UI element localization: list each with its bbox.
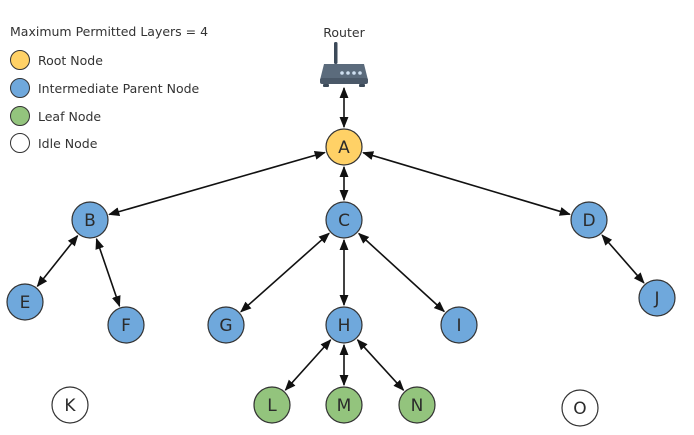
node-circle-o [561, 389, 599, 427]
node-circle-l [253, 386, 291, 424]
router-label: Router [323, 25, 365, 40]
node-circle-k [51, 386, 89, 424]
node-label-l: L [267, 396, 277, 416]
router-icon [320, 42, 368, 87]
node-a: A [325, 128, 363, 166]
legend-item-intermediate: Intermediate Parent Node [10, 77, 199, 99]
node-label-n: N [411, 396, 424, 416]
legend-label-idle: Idle Node [38, 135, 98, 151]
root-node-swatch-icon [10, 50, 30, 70]
link-h-l [284, 339, 332, 391]
node-circle-m [325, 386, 363, 424]
link-b-e [36, 234, 79, 288]
link-h-n [356, 338, 405, 392]
node-e: E [6, 283, 44, 321]
intermediate-node-swatch-icon [10, 78, 30, 98]
link-b-f [95, 237, 121, 308]
node-n: N [398, 386, 436, 424]
legend-label-root: Root Node [38, 52, 103, 68]
node-m: M [325, 386, 363, 424]
node-label-k: K [64, 396, 76, 416]
node-circle-d [570, 201, 608, 239]
node-circle-e [6, 283, 44, 321]
node-circle-a [325, 128, 363, 166]
legend-title: Maximum Permitted Layers = 4 [10, 24, 209, 39]
legend-label-intermediate: Intermediate Parent Node [38, 80, 200, 96]
nodes-layer: A B C D E F G H I J K L M N O [6, 128, 676, 427]
node-label-b: B [84, 211, 96, 231]
node-d: D [570, 201, 608, 239]
node-circle-g [207, 306, 245, 344]
node-o: O [561, 389, 599, 427]
node-label-e: E [20, 293, 31, 313]
legend-label-leaf: Leaf Node [38, 108, 102, 124]
node-i: I [440, 306, 478, 344]
node-label-g: G [219, 316, 232, 336]
node-j: J [638, 279, 676, 317]
link-a-d [362, 151, 571, 216]
node-circle-i [440, 306, 478, 344]
node-circle-b [71, 201, 109, 239]
legend-item-leaf: Leaf Node [10, 105, 101, 127]
node-label-d: D [582, 211, 595, 231]
node-h: H [325, 306, 363, 344]
node-label-a: A [338, 138, 350, 158]
node-circle-j [638, 279, 676, 317]
node-g: G [207, 306, 245, 344]
node-label-c: C [338, 211, 350, 231]
idle-node-swatch-icon [10, 133, 30, 153]
link-c-g [240, 232, 330, 313]
node-label-h: H [338, 316, 351, 336]
node-k: K [51, 386, 89, 424]
node-c: C [325, 201, 363, 239]
node-circle-c [325, 201, 363, 239]
legend-item-idle: Idle Node [10, 132, 97, 154]
node-label-m: M [337, 396, 352, 416]
node-label-f: F [121, 316, 131, 336]
node-circle-f [107, 306, 145, 344]
node-circle-h [325, 306, 363, 344]
node-f: F [107, 306, 145, 344]
node-l: L [253, 386, 291, 424]
links-layer [36, 86, 645, 392]
node-label-i: I [456, 316, 461, 336]
legend-item-root: Root Node [10, 49, 103, 71]
node-circle-n [398, 386, 436, 424]
link-d-j [601, 234, 645, 284]
node-label-o: O [573, 399, 586, 419]
node-b: B [71, 201, 109, 239]
link-a-b [108, 150, 326, 217]
link-c-i [357, 232, 446, 313]
leaf-node-swatch-icon [10, 106, 30, 126]
node-label-j: J [653, 289, 659, 309]
